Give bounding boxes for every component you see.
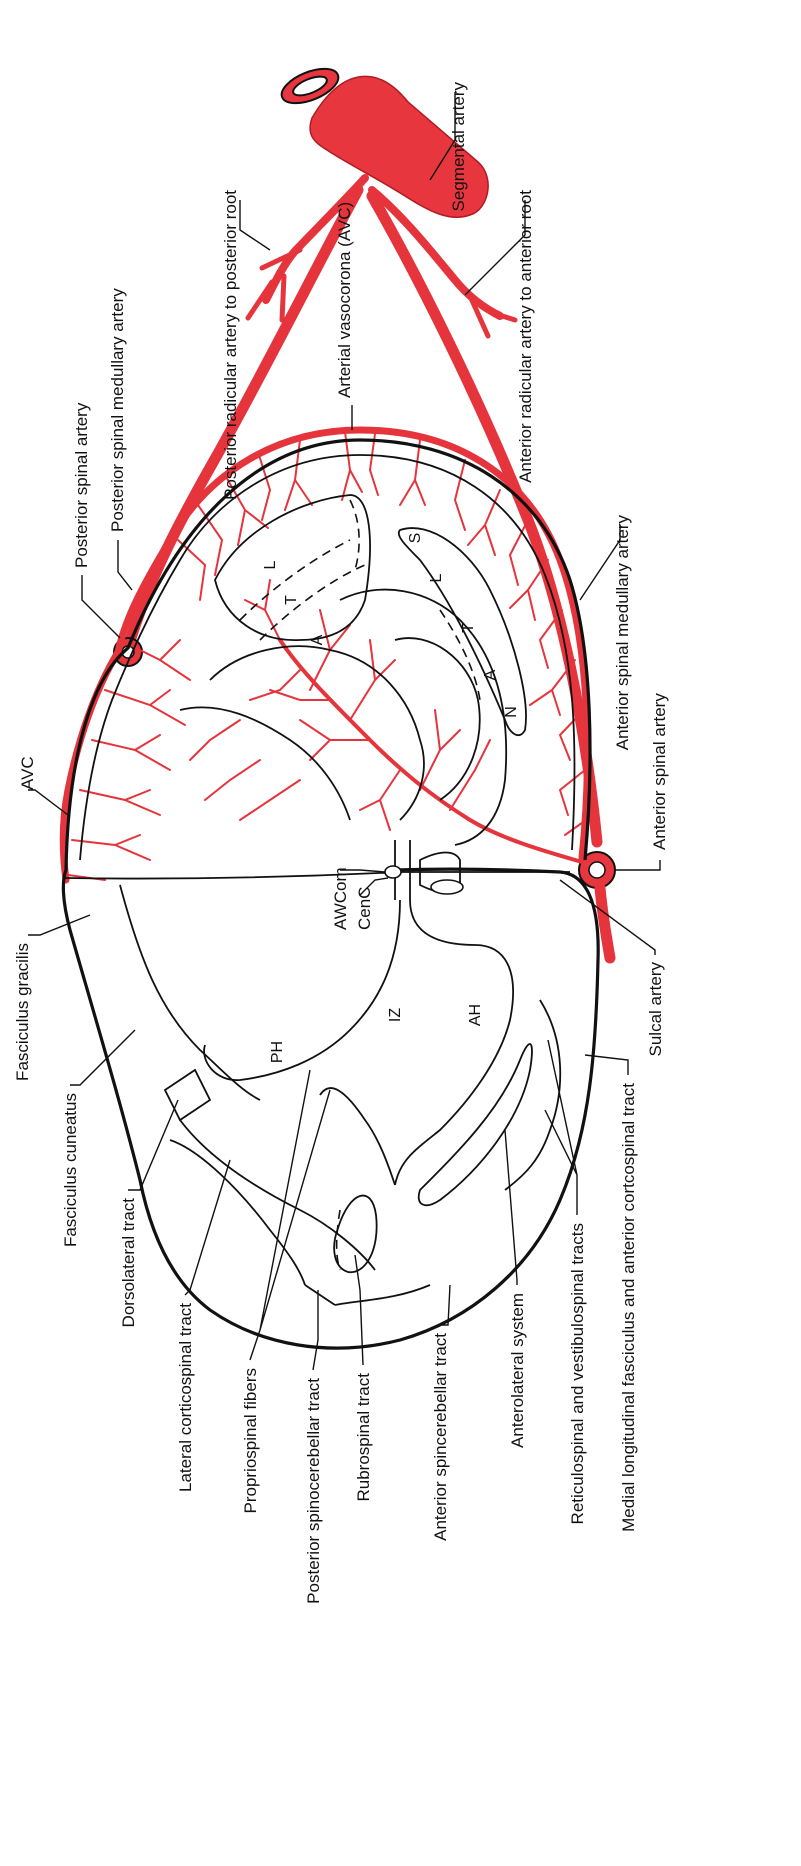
region-ah: AH [467,1004,484,1026]
region-ph: PH [269,1041,286,1063]
label-awcom: AWCom [331,867,350,930]
label-anterior-spinal-medullary-artery: Anterior spinal medullary artery [613,515,632,751]
dorsolateral-tract-region [165,1070,210,1120]
labels: Segmental artery Posterior radicular art… [13,82,669,1604]
label-anterior-spinocerebellar-tract: Anterior spincerebellar tract [431,1333,450,1541]
label-fasciculus-gracilis: Fasciculus gracilis [13,943,32,1081]
region-iz: IZ [387,1008,404,1022]
label-arterial-vasocorona: Arterial vasocorona (AVC) [335,202,354,398]
region-post-t: T [283,595,300,605]
label-lateral-corticospinal-tract: Lateral corticospinal tract [176,1303,195,1492]
label-posterior-spinocerebellar-tract: Posterior spinocerebellar tract [304,1378,323,1604]
label-dorsolateral-tract: Dorsolateral tract [119,1198,138,1328]
label-anterior-spinal-artery: Anterior spinal artery [650,693,669,850]
label-sulcal-artery: Sulcal artery [646,962,665,1057]
region-post-a: A [309,634,326,645]
posterior-tract-lobe [215,495,370,640]
sulcal-artery [280,640,582,862]
lateral-corticospinal-region [170,1140,305,1285]
label-cenc: CenC [355,887,374,930]
label-fasciculus-cuneatus: Fasciculus cuneatus [61,1093,80,1247]
central-canal [385,866,401,878]
posterior-horn-upper [210,646,424,820]
label-anterior-radicular-artery: Anterior radicular artery to anterior ro… [516,190,535,483]
region-post-l: L [262,560,279,569]
label-rubrospinal-tract: Rubrospinal tract [354,1373,373,1502]
label-posterior-radicular-artery: Posterior radicular artery to posterior … [221,190,240,500]
label-anterolateral-system: Anterolateral system [508,1293,527,1448]
region-ant-a: A [482,669,499,680]
region-ant-n: N [503,706,520,718]
label-reticulospinal-vestibulospinal: Reticulospinal and vestibulospinal tract… [568,1223,587,1524]
region-ant-l: L [428,573,445,582]
label-medial-longitudinal-fasciculus: Medial longitudinal fasciculus and anter… [619,1083,638,1532]
label-avc: AVC [18,756,37,790]
label-posterior-spinal-artery: Posterior spinal artery [72,402,91,568]
region-ant-t: T [460,623,477,633]
region-ant-s: S [407,533,424,544]
label-posterior-spinal-medullary-artery: Posterior spinal medullary artery [108,288,127,532]
midline [64,872,570,879]
label-propriospinal-fibers: Propriospinal fibers [241,1368,260,1514]
label-segmental-artery: Segmental artery [449,82,468,212]
